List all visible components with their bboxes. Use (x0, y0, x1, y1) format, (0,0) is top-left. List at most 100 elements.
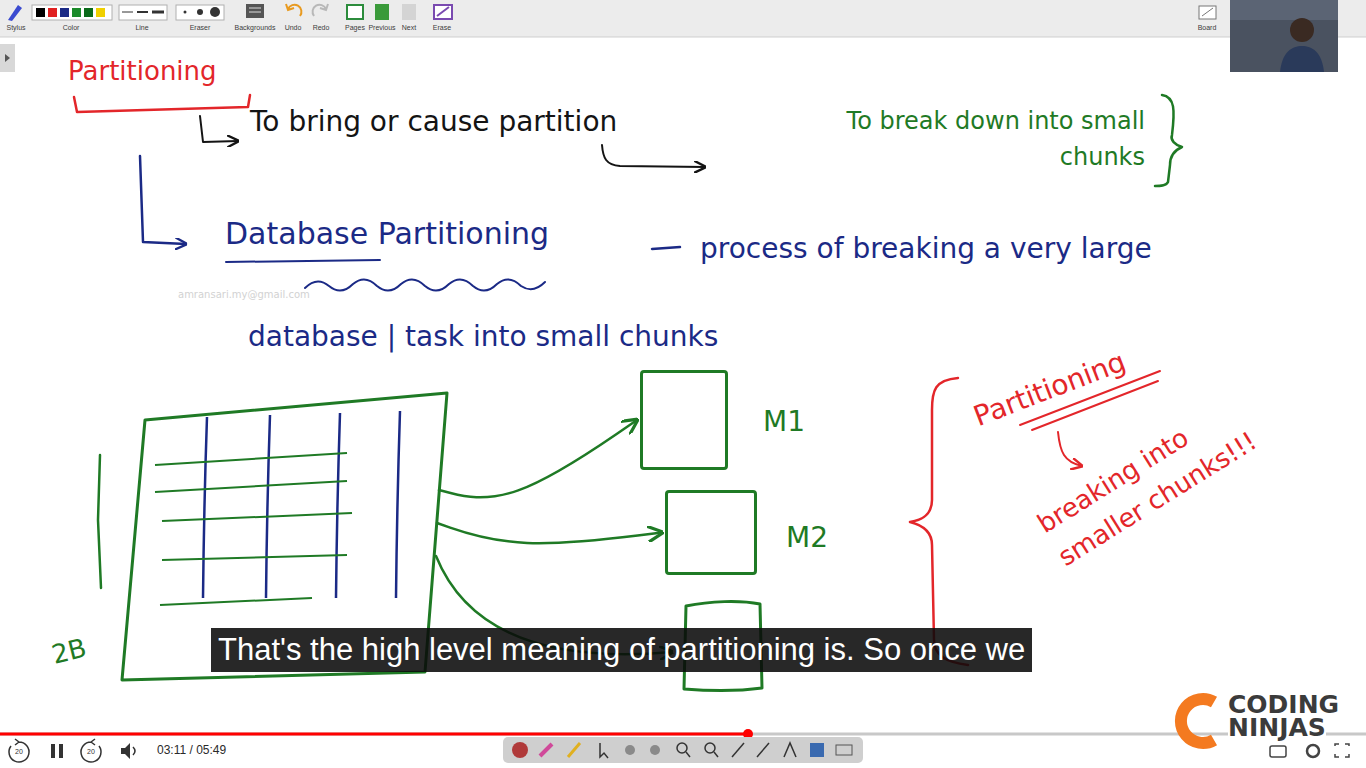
player-controls (0, 729, 1366, 763)
time-display: 03:11 / 05:49 (157, 743, 226, 757)
app-toolbar (60, 8, 69, 17)
app-toolbar (176, 5, 224, 20)
node-label: M2 (786, 521, 828, 555)
video-subtitle: That's the high level meaning of partiti… (211, 628, 1032, 672)
app-toolbar (249, 8, 261, 9)
connector-group (437, 420, 662, 543)
app-toolbar (184, 11, 187, 14)
toolbar-label: Redo (308, 24, 334, 32)
toolbar-label: Erase (428, 24, 456, 32)
flow-arrow (437, 523, 662, 543)
player-controls (1270, 746, 1286, 757)
brand-logo (1181, 699, 1214, 743)
sketch-arrow (305, 279, 545, 290)
app-toolbar (96, 8, 105, 17)
player-controls (836, 745, 852, 755)
app-toolbar (36, 8, 45, 17)
toolbar-label: Undo (280, 24, 306, 32)
app-toolbar (122, 12, 133, 13)
definition: To break down into small chunks (755, 103, 1145, 175)
toolbar-label: Next (397, 24, 421, 32)
side-handle (5, 54, 10, 62)
player-controls (133, 747, 135, 755)
watermark: amransari.my@gmail.com (178, 289, 310, 301)
sketch-arrow (140, 156, 186, 244)
player-controls (51, 744, 55, 758)
table-outline (155, 453, 347, 465)
player-controls (705, 743, 715, 753)
table-outline (122, 393, 447, 680)
toolbar-label: Backgrounds (229, 24, 281, 32)
player-controls (686, 752, 690, 757)
side-handle (0, 44, 15, 72)
table-outline (162, 555, 347, 560)
app-toolbar (1202, 8, 1213, 16)
sketch-arrow (200, 116, 238, 142)
player-controls (757, 743, 769, 757)
sketch-arrow (1058, 432, 1082, 466)
webcam-thumbnail (1230, 0, 1338, 72)
app-toolbar (313, 4, 328, 16)
flow-arrow (439, 420, 637, 497)
toolbar-label: Pages (341, 24, 369, 32)
player-controls (0, 733, 1366, 736)
node-label: 2B (49, 632, 90, 671)
sketch-arrow (652, 247, 680, 249)
side-handle (0, 44, 15, 72)
player-controls (625, 745, 635, 755)
app-toolbar (246, 4, 264, 18)
sketch-arrow (74, 95, 250, 112)
app-toolbar (8, 5, 22, 21)
webcam-thumbnail (1230, 0, 1338, 20)
webcam-thumbnail (1280, 46, 1324, 72)
player-controls (503, 737, 863, 763)
heading: Partitioning (68, 56, 217, 87)
player-controls (784, 743, 796, 757)
heading: Partitioning (969, 345, 1130, 434)
table-outline (155, 481, 347, 492)
table-outline (203, 417, 207, 598)
player-controls (568, 743, 580, 757)
app-toolbar (0, 0, 1366, 37)
player-controls (677, 743, 687, 753)
app-toolbar (137, 11, 148, 13)
app-toolbar (0, 37, 1366, 38)
app-toolbar (72, 8, 81, 17)
player-controls (121, 743, 130, 759)
toolbar-label: Stylus (2, 24, 30, 32)
app-toolbar (437, 7, 449, 16)
table-outline (336, 413, 340, 598)
sketch-arrow (1155, 95, 1182, 186)
app-toolbar (48, 8, 57, 17)
sketch-arrow (226, 260, 380, 262)
machine-box: M1 (640, 370, 728, 470)
toolbar-label: Line (130, 24, 154, 32)
player-controls (732, 743, 744, 757)
webcam-thumbnail (1230, 0, 1338, 72)
definition: To bring or cause partition (250, 105, 617, 139)
app-toolbar (152, 11, 164, 14)
player-controls (600, 743, 608, 758)
table-outline (396, 411, 400, 598)
webcam-thumbnail (1290, 18, 1314, 42)
app-toolbar (286, 4, 301, 16)
player-controls (1307, 745, 1319, 757)
app-toolbar (249, 12, 261, 13)
toolbar-label: Previous (363, 24, 401, 32)
table-outline (266, 415, 270, 598)
player-controls (512, 742, 528, 758)
toolbar-label: Board (1193, 24, 1221, 32)
sketch-arrow (98, 455, 101, 588)
app-toolbar (84, 8, 93, 17)
heading: Database Partitioning (225, 216, 549, 252)
table-outline (162, 513, 352, 521)
player-controls (714, 752, 718, 757)
app-toolbar (197, 9, 203, 15)
app-toolbar (347, 5, 363, 19)
player-controls (810, 743, 824, 757)
brand-logo (1181, 699, 1214, 743)
sketch-arrow (74, 95, 1182, 690)
app-toolbar (32, 5, 112, 20)
toolbar-label: Color (57, 24, 85, 32)
